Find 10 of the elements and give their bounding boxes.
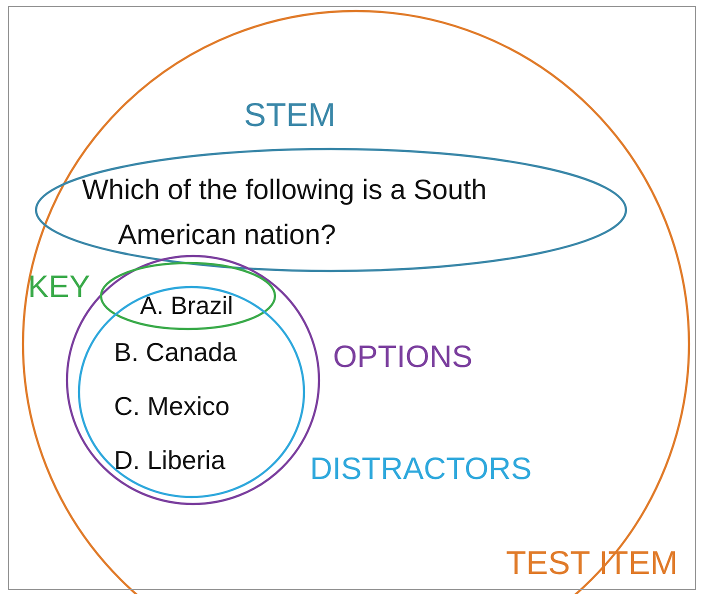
set-label: DISTRACTORS — [310, 452, 532, 486]
set-label: OPTIONS — [333, 340, 473, 374]
option-text: D. Liberia — [114, 444, 226, 477]
option-text: A. Brazil — [140, 291, 234, 322]
option-text: Which of the following is a South American nation? — [82, 173, 488, 252]
option-text: C. Mexico — [114, 390, 231, 423]
option-text: B. Canada — [114, 336, 238, 369]
set-label: STEM — [244, 97, 336, 134]
set-label: KEY — [28, 270, 90, 304]
set-label: TEST ITEM — [506, 545, 678, 582]
